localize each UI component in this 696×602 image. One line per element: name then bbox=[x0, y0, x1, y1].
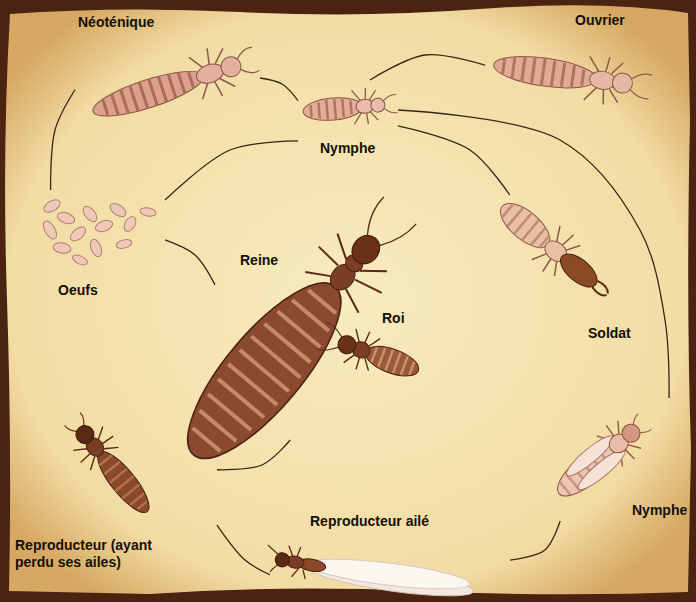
neotenic-termite bbox=[85, 35, 263, 135]
life-cycle-line bbox=[165, 141, 298, 200]
dealate-termite bbox=[56, 406, 164, 525]
stage-node: Soldat bbox=[485, 195, 650, 345]
life-cycle-line bbox=[51, 90, 75, 190]
life-cycle-line bbox=[217, 440, 290, 470]
stage-label: Reine bbox=[240, 252, 278, 269]
life-cycle-line bbox=[398, 110, 669, 398]
winged-nymph-termite bbox=[545, 405, 659, 511]
stage-label: Ouvrier bbox=[575, 12, 625, 29]
stage-label: Reproducteur ailé bbox=[310, 513, 429, 530]
stage-label: Roi bbox=[382, 310, 405, 327]
stage-node: Reproducteur (ayant perdu ses ailes) bbox=[12, 405, 217, 580]
life-cycle-line bbox=[370, 55, 485, 80]
stage-node: Nymphe bbox=[540, 398, 689, 521]
parchment bbox=[5, 5, 691, 594]
stage-label: Néoténique bbox=[78, 14, 154, 31]
life-cycle-line bbox=[510, 521, 560, 560]
life-cycle-line bbox=[398, 126, 510, 195]
stage-label: Oeufs bbox=[58, 282, 98, 299]
life-cycle-line bbox=[165, 240, 215, 285]
stage-label: Reproducteur (ayant perdu ses ailes) bbox=[15, 537, 190, 571]
nymph-termite bbox=[302, 86, 399, 130]
worker-termite bbox=[490, 41, 653, 111]
winged-termite bbox=[268, 543, 475, 602]
stage-node: Roi bbox=[330, 305, 425, 385]
stage-node: Oeufs bbox=[35, 190, 165, 301]
stage-label: Soldat bbox=[588, 325, 631, 342]
stage-node: Nymphe bbox=[298, 80, 398, 159]
soldier-termite bbox=[487, 188, 623, 313]
eggs bbox=[41, 197, 157, 267]
stage-node: Néoténique bbox=[75, 8, 260, 120]
stage-label: Nymphe bbox=[632, 502, 687, 519]
life-cycle-line bbox=[260, 78, 298, 101]
king-termite bbox=[315, 317, 425, 390]
stage-label: Nymphe bbox=[320, 140, 375, 157]
stage-node: Ouvrier bbox=[485, 8, 645, 112]
queen-termite bbox=[164, 185, 429, 480]
stage-node: Reproducteur ailé bbox=[270, 512, 510, 598]
life-cycle-line bbox=[217, 525, 270, 575]
stage-node: Reine bbox=[215, 205, 390, 440]
